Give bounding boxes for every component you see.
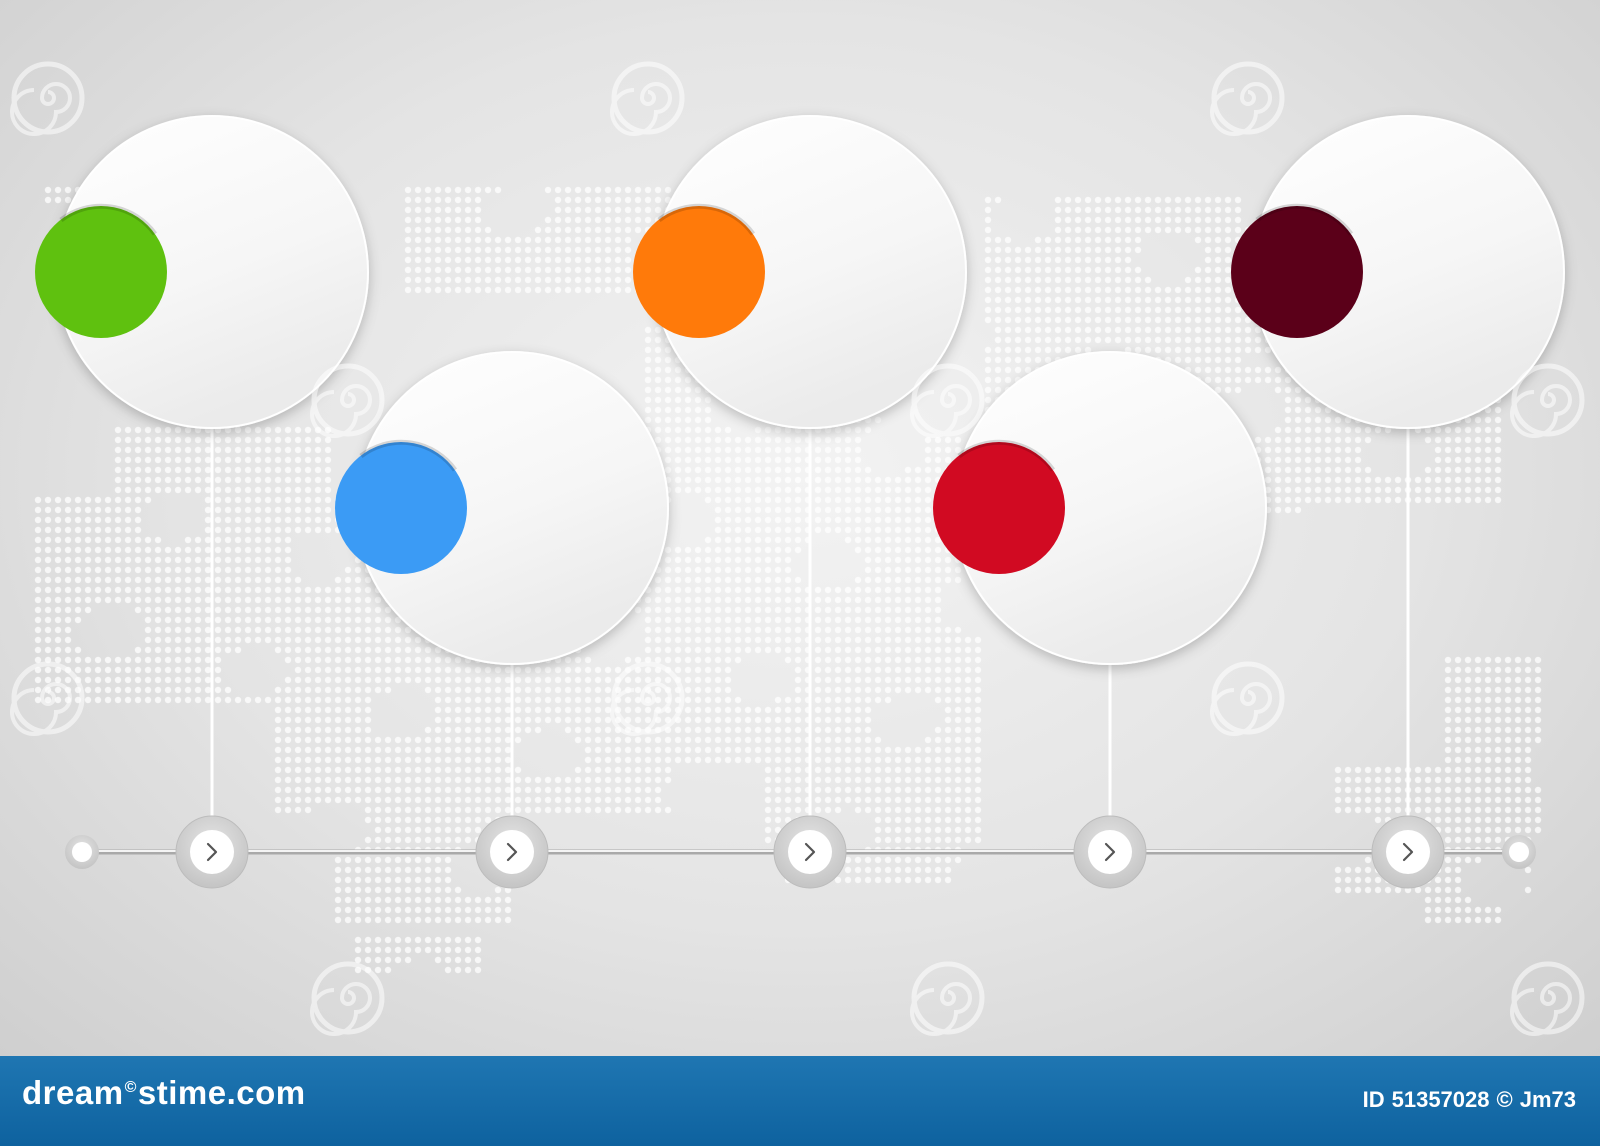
step-node-button[interactable] <box>475 815 549 889</box>
brand-logo[interactable]: dream©stime.com <box>22 1074 306 1112</box>
author-name: Jm73 <box>1519 1087 1576 1112</box>
timeline-start-cap <box>65 835 99 869</box>
timeline-infographic <box>35 115 1565 889</box>
step-color-tab <box>933 442 1065 574</box>
copyright-symbol: © <box>1496 1087 1513 1112</box>
brand-text-part-1: dream <box>22 1074 124 1111</box>
chevron-right-icon <box>1402 842 1414 862</box>
timeline-step-5[interactable] <box>1231 115 1565 889</box>
brand-mark: © <box>124 1079 137 1096</box>
step-node-button[interactable] <box>1371 815 1445 889</box>
step-color-tab <box>1231 206 1363 338</box>
timeline-step-2[interactable] <box>335 351 669 889</box>
timeline-step-4[interactable] <box>933 351 1267 889</box>
brand-text-part-2: stime.com <box>137 1074 306 1111</box>
step-node-button[interactable] <box>1073 815 1147 889</box>
step-color-tab <box>335 442 467 574</box>
infographic-canvas <box>0 0 1600 1056</box>
step-node-button[interactable] <box>175 815 249 889</box>
timeline-end-cap <box>1502 835 1536 869</box>
step-color-tab <box>35 206 167 338</box>
chevron-right-icon <box>206 842 218 862</box>
id-label: ID <box>1362 1087 1385 1112</box>
timeline-step-3[interactable] <box>633 115 967 889</box>
step-color-tab <box>633 206 765 338</box>
timeline-step-1[interactable] <box>35 115 369 889</box>
id-number: 51357028 <box>1391 1087 1490 1112</box>
chevron-right-icon <box>506 842 518 862</box>
chevron-right-icon <box>1104 842 1116 862</box>
step-node-button[interactable] <box>773 815 847 889</box>
chevron-right-icon <box>804 842 816 862</box>
